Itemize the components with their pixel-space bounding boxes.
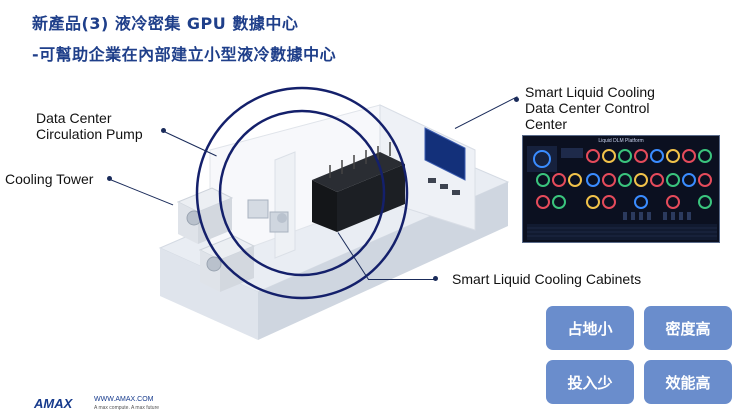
highlight-circle-outer: [195, 86, 409, 300]
control-leader-dot: [514, 97, 519, 102]
callout-pump-line-1: Data Center: [36, 110, 112, 126]
dashboard-title: Liquid DLM Platform: [598, 138, 644, 144]
callout-control-line-2: Data Center Control: [525, 100, 650, 116]
callout-circulation-pump: Data Center Circulation Pump: [36, 110, 143, 142]
divider-wall: [274, 151, 296, 259]
callout-cooling-tower: Cooling Tower: [5, 171, 94, 187]
dashboard-gauges: [527, 146, 717, 240]
benefit-small-footprint: 占地小: [546, 306, 634, 350]
pump-leader-dot: [161, 128, 166, 133]
footer-tagline: A max compute. A max future: [94, 405, 160, 411]
benefit-low-investment: 投入少: [546, 360, 634, 404]
cabinet-pipes: [329, 142, 391, 178]
callout-cooling-cabinets: Smart Liquid Cooling Cabinets: [452, 271, 642, 287]
cabinet-row-top: [312, 152, 405, 192]
control-center-dashboard: Liquid DLM Platform: [522, 135, 720, 243]
benefit-high-efficiency: 效能高: [644, 360, 732, 404]
cabinet-row-front: [312, 180, 337, 232]
control-desk: [428, 178, 460, 195]
footer-url[interactable]: WWW.AMAX.COM: [94, 396, 154, 403]
cabinet-leader-dot: [433, 276, 438, 281]
pump-unit-1: [247, 199, 269, 219]
pump-fan: [277, 213, 287, 223]
callout-control-line-3: Center: [525, 116, 568, 132]
callout-control-center: Smart Liquid Cooling Data Center Control…: [525, 84, 655, 132]
tower-leader-dot: [107, 176, 112, 181]
callout-control-line-1: Smart Liquid Cooling: [525, 84, 655, 100]
slide-subtitle: -可幫助企業在內部建立小型液冷數據中心: [32, 45, 337, 64]
benefit-high-density: 密度高: [644, 306, 732, 350]
floor-front: [160, 248, 258, 340]
slide-title: 新產品(3) 液冷密集 GPU 數據中心: [32, 14, 299, 33]
wall-display: [424, 127, 466, 181]
data-center-illustration: [158, 86, 510, 340]
cooling-tower-1: [176, 187, 234, 244]
callout-pump-line-2: Circulation Pump: [36, 126, 143, 142]
cooling-tower-2: [198, 235, 256, 292]
highlight-circle-inner: [218, 109, 386, 277]
cabinet-row-side: [337, 164, 405, 232]
cabinet-leader-line: [368, 279, 434, 280]
amax-logo: AMAX: [34, 396, 73, 411]
